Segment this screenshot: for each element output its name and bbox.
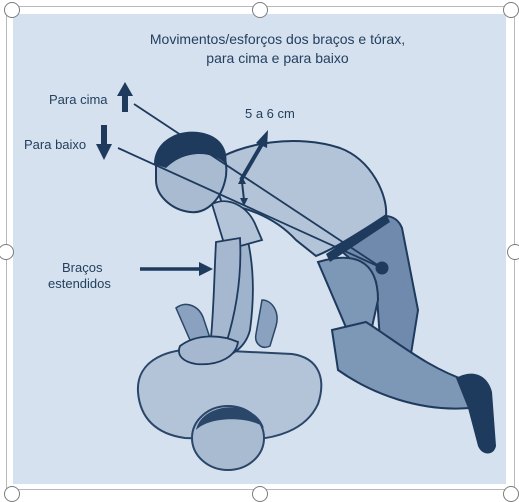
double-arrow-icon bbox=[238, 176, 248, 206]
rescuer-figure bbox=[154, 131, 496, 454]
label-para-baixo: Para baixo bbox=[24, 137, 87, 152]
resize-handle-middle-right[interactable] bbox=[507, 244, 519, 260]
label-para-cima: Para cima bbox=[49, 92, 108, 107]
force-lines bbox=[117, 103, 383, 269]
diagram-title: Movimentos/esforços dos braços e tórax, … bbox=[0, 30, 519, 68]
resize-handle-bottom-right[interactable] bbox=[503, 486, 519, 502]
label-estendidos: estendidos bbox=[48, 276, 111, 291]
downward-line bbox=[117, 147, 383, 269]
resize-handle-middle-left[interactable] bbox=[0, 244, 14, 260]
hip-pivot-dot bbox=[375, 261, 389, 275]
resize-handle-top-center[interactable] bbox=[252, 2, 268, 18]
resize-handle-bottom-center[interactable] bbox=[252, 486, 268, 502]
patient-figure bbox=[136, 299, 323, 471]
upward-line bbox=[133, 103, 383, 269]
title-line-1: Movimentos/esforços dos braços e tórax, bbox=[149, 31, 406, 47]
resize-handle-bottom-left[interactable] bbox=[4, 486, 20, 502]
depth-arrow-icon bbox=[239, 130, 268, 182]
arrow-down-icon bbox=[96, 125, 112, 160]
arrow-up-icon bbox=[117, 82, 133, 112]
arms-arrow-icon bbox=[140, 262, 213, 276]
title-line-2: para cima e para baixo bbox=[206, 50, 349, 66]
resize-handle-top-left[interactable] bbox=[4, 2, 20, 18]
label-depth: 5 a 6 cm bbox=[245, 106, 295, 121]
label-bracos: Braços bbox=[62, 260, 103, 275]
resize-handle-top-right[interactable] bbox=[503, 2, 519, 18]
